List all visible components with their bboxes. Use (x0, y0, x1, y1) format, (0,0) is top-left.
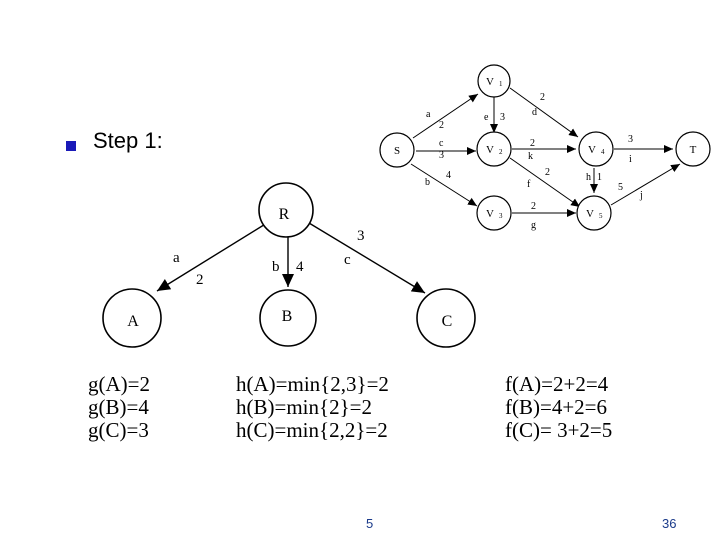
source-graph: S V 1 V 2 V 3 V 4 V 5 T a 2 c 3 b 4 e 3 … (379, 64, 711, 231)
graph-node-v3-label: V (486, 208, 494, 220)
graph-node-v2-label: V (486, 144, 494, 156)
graph-node-s (379, 132, 415, 168)
graph-edge-a (412, 93, 479, 139)
graph-edge-k-weight: 2 (530, 138, 535, 149)
graph-node-v4 (578, 131, 614, 167)
graph-node-v1 (477, 64, 511, 98)
graph-edge-a-weight: 2 (439, 120, 444, 131)
tree-edge-b-weight: 4 (296, 259, 304, 275)
graph-node-t-label: T (690, 144, 697, 156)
graph-edge-b-label: b (425, 177, 430, 188)
graph-edge-k-label: k (528, 151, 533, 162)
graph-edge-e-weight: 3 (500, 112, 505, 123)
tree-node-c-label: C (442, 313, 453, 330)
graph-edge-d-weight: 2 (540, 92, 545, 103)
graph-node-v4-sub: 4 (601, 148, 605, 156)
tree-node-c (416, 288, 476, 348)
graph-edge-j-label: j (639, 190, 643, 201)
graph-edge-g-weight: 2 (531, 201, 536, 212)
tree-node-r (258, 182, 314, 238)
formula-g-a: g(A)=2 (88, 372, 150, 396)
tree-edge-b-label: b (272, 259, 280, 275)
graph-node-s-label: S (394, 145, 400, 157)
formula-h-a: h(A)=min{2,3}=2 (236, 372, 389, 396)
bullet-icon (66, 141, 76, 151)
tree-edge-c (308, 222, 426, 294)
graph-node-v2 (476, 131, 512, 167)
page-number: 36 (662, 516, 677, 531)
graph-node-v1-sub: 1 (499, 80, 503, 88)
formula-g-b: g(B)=4 (88, 395, 149, 419)
graph-edge-b (410, 163, 478, 207)
formula-f-b: f(B)=4+2=6 (505, 395, 608, 419)
page-number-center: 5 (366, 516, 374, 531)
formula-f-a: f(A)=2+2=4 (505, 372, 609, 396)
graph-node-v3 (476, 195, 512, 231)
formula-h-c: h(C)=min{2,2}=2 (236, 418, 388, 442)
graph-edge-c-label: c (439, 138, 444, 149)
tree-edge-c-label: c (344, 252, 351, 268)
f-formulas: f(A)=2+2=4 f(B)=4+2=6 f(C)= 3+2=5 (505, 373, 612, 442)
formula-g-c: g(C)=3 (88, 418, 149, 442)
graph-node-v2-sub: 2 (499, 148, 503, 156)
graph-edge-h-label: h (586, 172, 591, 183)
g-formulas: g(A)=2 g(B)=4 g(C)=3 (88, 373, 150, 442)
graph-edge-h-weight: 1 (597, 172, 602, 183)
tree-node-a-label: A (127, 313, 139, 330)
graph-edge-d (509, 87, 579, 138)
tree-edge-a (156, 222, 268, 292)
graph-node-v4-label: V (588, 144, 596, 156)
graph-node-t (675, 131, 711, 167)
graph-node-v5-sub: 5 (599, 212, 603, 220)
graph-edge-a-label: a (426, 109, 431, 120)
tree-edge-c-weight: 3 (357, 228, 365, 244)
graph-edge-j (610, 163, 681, 206)
graph-edge-d-label: d (532, 107, 537, 118)
graph-node-v1-label: V (486, 76, 494, 88)
graph-edge-b-weight: 4 (446, 170, 451, 181)
graph-edge-c-weight: 3 (439, 150, 444, 161)
tree-edge-a-label: a (173, 250, 180, 266)
formula-h-b: h(B)=min{2}=2 (236, 395, 373, 419)
graph-node-v5 (576, 195, 612, 231)
tree-node-b-label: B (282, 308, 293, 325)
graph-edge-i-label: i (629, 154, 632, 165)
tree-node-a (102, 288, 162, 348)
graph-edge-f (509, 157, 581, 208)
graph-edge-i-weight: 3 (628, 134, 633, 145)
step-title: Step 1: (93, 128, 163, 153)
graph-node-v3-sub: 3 (499, 212, 503, 220)
tree-node-r-label: R (279, 206, 290, 223)
graph-edge-e-label: e (484, 112, 489, 123)
tree-node-b (259, 289, 317, 347)
graph-edge-f-label: f (527, 179, 531, 190)
h-formulas: h(A)=min{2,3}=2 h(B)=min{2}=2 h(C)=min{2… (236, 373, 389, 442)
graph-edge-f-weight: 2 (545, 167, 550, 178)
search-tree: R A B C a 2 b 4 3 c (102, 182, 476, 348)
graph-node-v5-label: V (586, 208, 594, 220)
graph-edge-j-weight: 5 (618, 182, 623, 193)
graph-edge-g-label: g (531, 220, 536, 231)
formula-f-c: f(C)= 3+2=5 (505, 418, 613, 442)
tree-edge-a-weight: 2 (196, 272, 204, 288)
